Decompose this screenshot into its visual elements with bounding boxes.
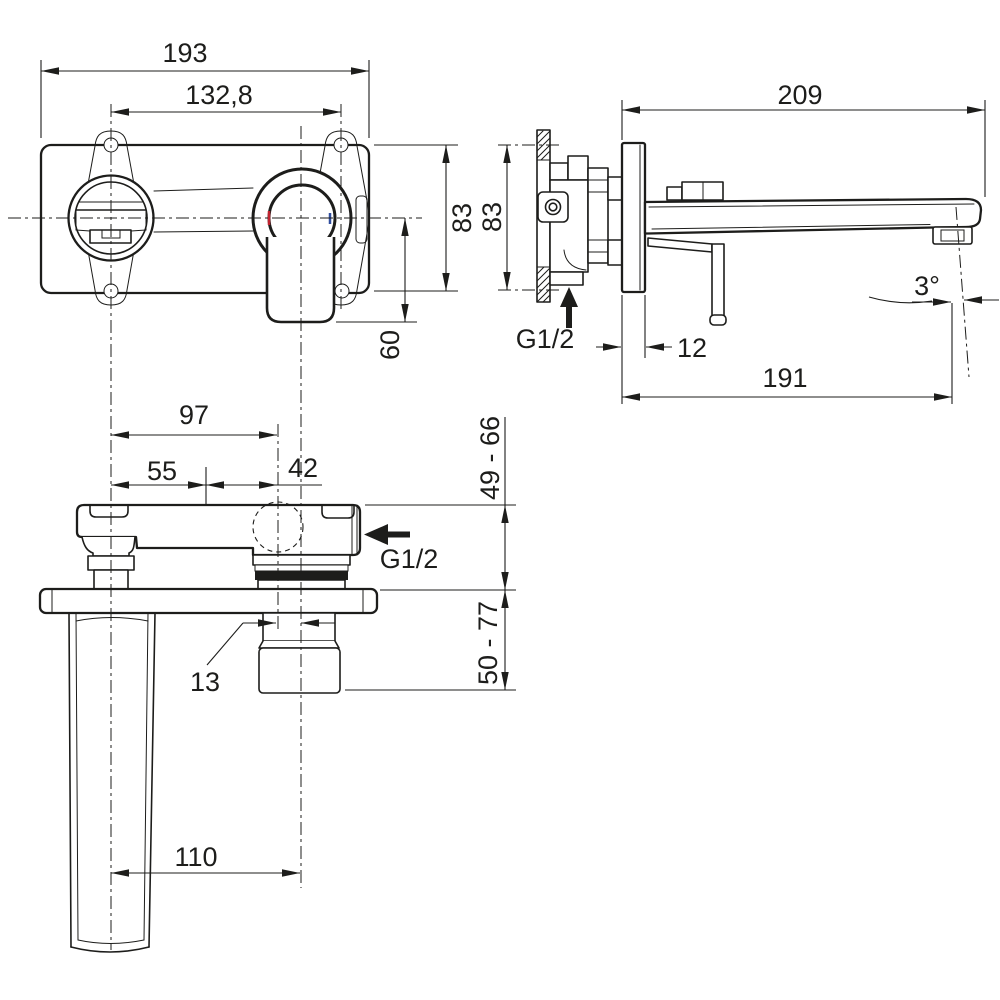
lever-tip: [709, 314, 727, 326]
inlet-arrow-side: [560, 287, 578, 328]
dim-plan-total-span: 97: [179, 400, 209, 430]
dim-plan-lower-depth: 50 - 77: [473, 601, 503, 685]
dim-side-plate-thickness: 12: [677, 333, 707, 363]
rough-in-dimensions: 97 55 42 49 - 66 50 - 77 G1/2 13 110: [111, 400, 516, 877]
dim-front-height: 83: [447, 203, 477, 233]
spout-inner-top: [648, 203, 975, 208]
outlet-chamfer-left: [75, 229, 91, 232]
cartridge-stack: [587, 167, 609, 264]
body-step: [549, 162, 569, 181]
wall-escutcheon: [620, 141, 647, 294]
body-foot: [549, 271, 584, 286]
aerator-axis-tilted: [955, 206, 970, 378]
union-lower: [607, 239, 623, 266]
mounting-screw: [544, 198, 562, 216]
valve-neck: [262, 612, 336, 642]
dim-front-handle-drop: 60: [375, 330, 405, 360]
rough-in-view: [38, 501, 379, 953]
leader-13: [206, 622, 244, 666]
label-side-thread: G1/2: [516, 324, 575, 354]
dim-side-spout-reach: 191: [762, 363, 807, 393]
front-view-dimensions: 193 132,8 83 60: [40, 38, 477, 360]
valve-flare: [258, 640, 340, 649]
dim-plan-right-span: 42: [288, 453, 318, 483]
union-upper: [607, 176, 623, 201]
spout-base-step: [666, 186, 683, 201]
dim-plan-left-span: 55: [147, 456, 177, 486]
wall-plate: [38, 587, 379, 615]
hatch-top: [536, 130, 551, 161]
spout-bell: [81, 536, 136, 557]
dim-plan-offset: 13: [190, 667, 220, 697]
dim-plan-pipe-distance: 110: [174, 842, 217, 872]
seam-line-upper: [153, 187, 254, 192]
rough-body: [75, 503, 362, 557]
outlet-chamfer-right: [130, 229, 147, 232]
front-view: [39, 130, 371, 324]
dim-plan-upper-depth: 49 - 66: [475, 416, 505, 500]
label-plan-thread: G1/2: [380, 544, 439, 574]
side-view: [536, 129, 983, 326]
dim-front-hole-spacing: 132,8: [185, 80, 253, 110]
mounting-screw-hex: [548, 202, 558, 212]
fixing-slot-right: [321, 504, 355, 519]
spout-pipe: [68, 612, 156, 953]
spout-inner-bottom: [651, 224, 931, 230]
side-view-dimensions: 209 83 G1/2 12 191 3°: [477, 80, 999, 404]
body-fillet: [563, 249, 587, 271]
aerator-insert: [940, 229, 965, 242]
hatch-bottom: [536, 266, 551, 303]
dim-spray-angle: 3°: [914, 271, 940, 301]
inlet-arrow-plan: [364, 524, 410, 545]
aerator: [932, 226, 973, 245]
dim-front-width: 193: [162, 38, 207, 68]
centerlines: [8, 104, 422, 950]
valve-housing: [258, 647, 341, 694]
dim-side-length: 209: [777, 80, 822, 110]
side-clip: [355, 195, 368, 244]
screw-bottom-right: [334, 283, 350, 299]
lever-stick: [711, 243, 725, 318]
fixing-slot-left: [89, 504, 129, 518]
seam-line-lower: [153, 230, 254, 233]
dim-side-height: 83: [477, 202, 507, 232]
lever-arm: [647, 237, 713, 253]
body-boss: [567, 155, 589, 181]
